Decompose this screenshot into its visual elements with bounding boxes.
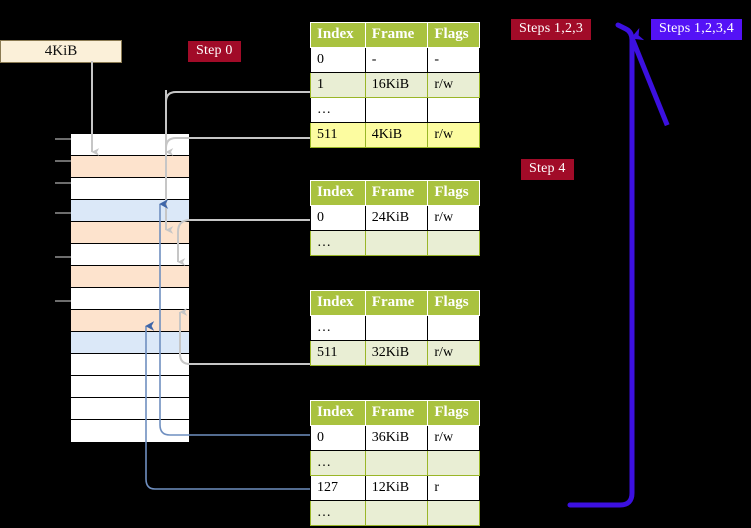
column-header-frame: Frame (364, 180, 429, 206)
table-row: … (310, 230, 480, 256)
column-header-flags: Flags (427, 290, 480, 316)
column-header-index: Index (310, 290, 366, 316)
memory-frame-row (71, 266, 189, 288)
cell-index: 511 (310, 122, 366, 148)
memory-frame-row (71, 332, 189, 354)
step-4-label: Step 4 (529, 161, 566, 176)
cell-frame: 24KiB (364, 205, 429, 231)
cell-flags: r/w (427, 122, 480, 148)
cell-frame (364, 97, 429, 123)
step-0-label: Step 0 (196, 43, 233, 58)
cell-index: 0 (310, 205, 366, 231)
memory-frame-row (71, 398, 189, 420)
step-4-badge: Step 4 (521, 159, 574, 180)
column-header-index: Index (310, 180, 366, 206)
cell-flags: r/w (427, 205, 480, 231)
cell-frame: - (364, 47, 429, 73)
frame-tick (55, 212, 71, 214)
cell-flags (427, 500, 480, 526)
cell-frame: 36KiB (364, 425, 429, 451)
table-row: … (310, 500, 480, 526)
memory-frame-row (71, 420, 189, 442)
cell-flags: - (427, 47, 480, 73)
memory-frame-row (71, 156, 189, 178)
cell-frame (364, 450, 429, 476)
cell-index: … (310, 230, 366, 256)
frame-tick (55, 300, 71, 302)
memory-frame-row (71, 134, 189, 156)
cell-flags: r/w (427, 72, 480, 98)
cell-frame: 16KiB (364, 72, 429, 98)
cell-flags (427, 450, 480, 476)
memory-frame-row (71, 376, 189, 398)
steps-123-label: Steps 1,2,3 (519, 21, 584, 36)
cell-index: … (310, 450, 366, 476)
memory-frame-row (71, 354, 189, 376)
memory-frame-row (71, 222, 189, 244)
cell-index: … (310, 315, 366, 341)
cell-index: … (310, 97, 366, 123)
cell-index: 0 (310, 425, 366, 451)
column-header-index: Index (310, 400, 366, 426)
column-header-frame: Frame (364, 22, 429, 48)
cell-frame: 32KiB (364, 340, 429, 366)
table-row: 0-- (310, 47, 480, 73)
cell-frame: 4KiB (364, 122, 429, 148)
memory-frame-row (71, 200, 189, 222)
memory-frame-row (71, 288, 189, 310)
column-header-index: Index (310, 22, 366, 48)
cell-frame (364, 315, 429, 341)
steps-1234-label: Steps 1,2,3,4 (659, 21, 734, 36)
steps-123-badge: Steps 1,2,3 (511, 19, 592, 40)
table-row: … (310, 450, 480, 476)
table-row: … (310, 315, 480, 341)
column-header-flags: Flags (427, 400, 480, 426)
physical-memory-frames (70, 133, 190, 442)
memory-frame-row (71, 244, 189, 266)
frame-tick (55, 138, 71, 140)
cell-index: 1 (310, 72, 366, 98)
frame-tick (55, 182, 71, 184)
cell-frame (364, 230, 429, 256)
steps-1234-badge: Steps 1,2,3,4 (651, 19, 742, 40)
memory-frame-row (71, 178, 189, 200)
cell-index: 0 (310, 47, 366, 73)
cell-flags (427, 97, 480, 123)
size-label-text: 4KiB (44, 43, 78, 59)
size-label-box: 4KiB (0, 40, 122, 63)
cell-flags (427, 230, 480, 256)
cell-index: 127 (310, 475, 366, 501)
cell-flags: r/w (427, 340, 480, 366)
frame-tick (55, 160, 71, 162)
cell-flags: r (427, 475, 480, 501)
column-header-flags: Flags (427, 180, 480, 206)
frame-tick (55, 256, 71, 258)
cell-index: 511 (310, 340, 366, 366)
step-0-badge: Step 0 (188, 41, 241, 62)
table-row: … (310, 97, 480, 123)
cell-flags: r/w (427, 425, 480, 451)
cell-flags (427, 315, 480, 341)
memory-frame-row (71, 310, 189, 332)
column-header-frame: Frame (364, 400, 429, 426)
cell-frame (364, 500, 429, 526)
cell-index: … (310, 500, 366, 526)
cell-frame: 12KiB (364, 475, 429, 501)
column-header-flags: Flags (427, 22, 480, 48)
column-header-frame: Frame (364, 290, 429, 316)
